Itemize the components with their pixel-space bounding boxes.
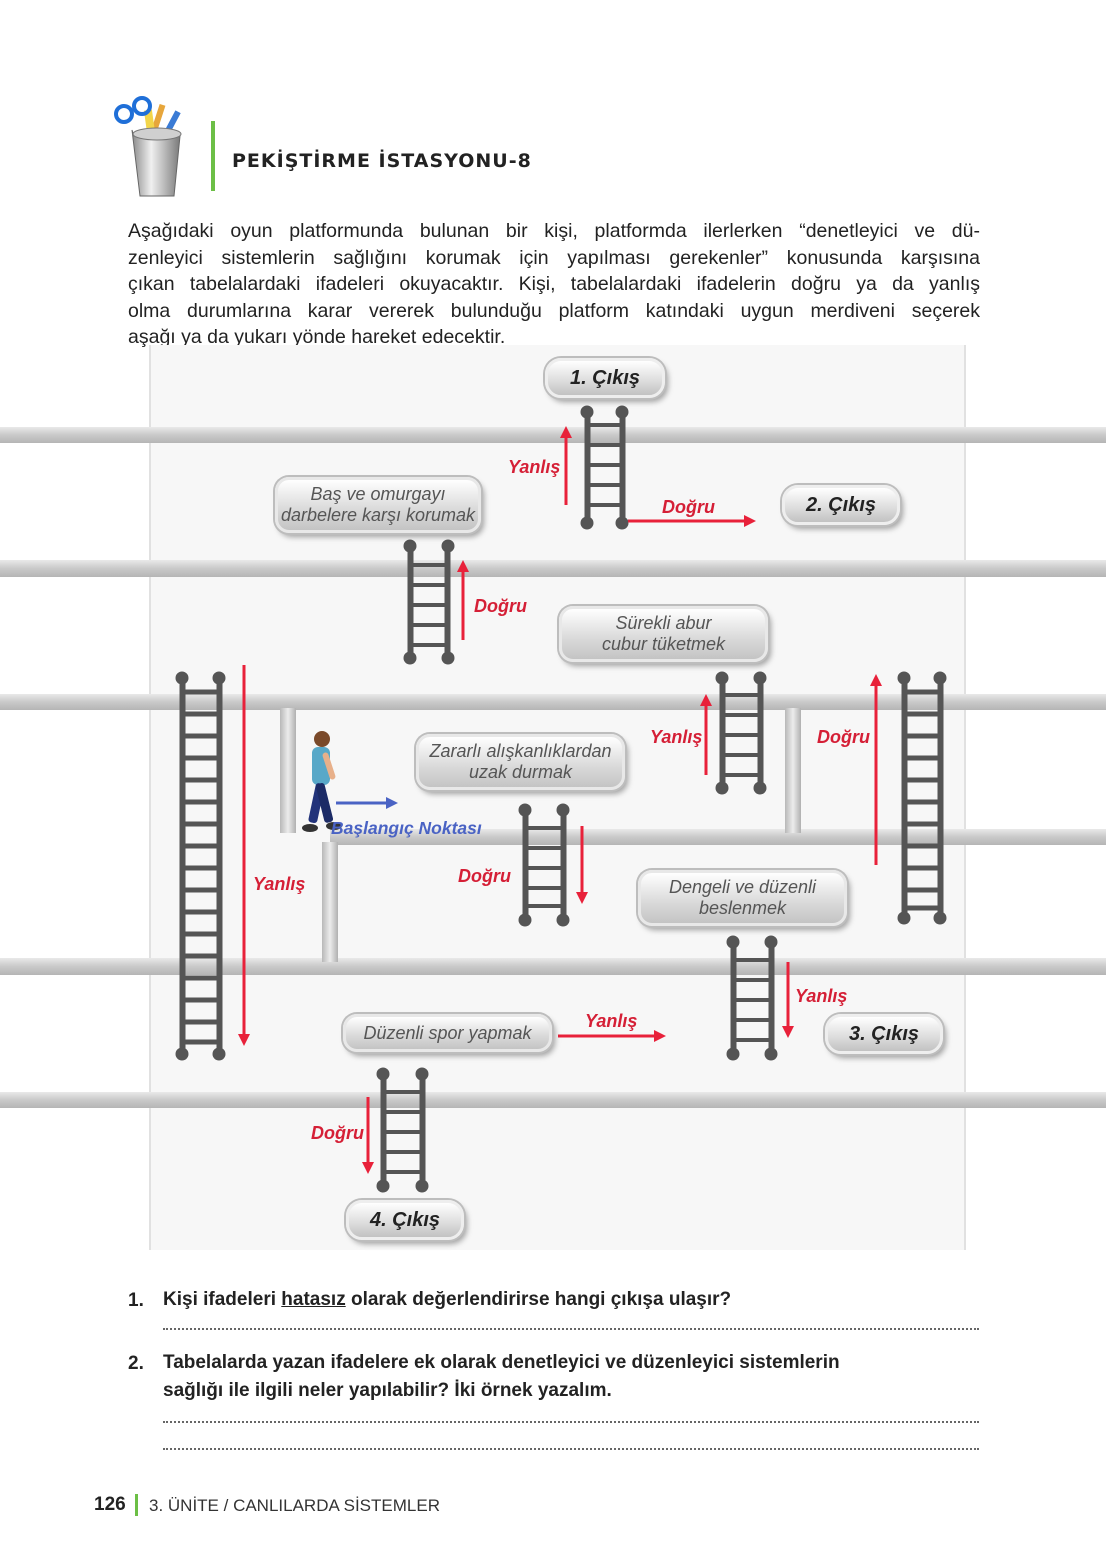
label-true: Doğru bbox=[817, 727, 870, 747]
question-2-line-2: sağlığı ile ilgili neler yapılabilir? İk… bbox=[163, 1380, 612, 1401]
start-point-label: Başlangıç Noktası bbox=[331, 818, 482, 838]
sign-junk-food: Sürekli abur cubur tüketmek bbox=[559, 606, 768, 662]
question-number: 2. bbox=[128, 1353, 144, 1374]
exit-2-sign: 2. Çıkış bbox=[782, 485, 900, 525]
intro-paragraph: Aşağıdaki oyun platformunda bulunan bir … bbox=[128, 218, 980, 351]
sign-text-line: Zararlı alışkanlıklardan bbox=[429, 741, 612, 761]
sign-text-line: Dengeli ve düzenli bbox=[668, 877, 817, 897]
sign-text-line: darbelere karşı korumak bbox=[280, 505, 476, 525]
label-true: Doğru bbox=[474, 596, 527, 616]
intro-line: aşağı ya da yukarı yönde hareket edecekt… bbox=[128, 326, 506, 348]
sign-text-line: uzak durmak bbox=[468, 762, 573, 782]
question-1-text: Kişi ifadeleri hatasız olarak değerlendi… bbox=[163, 1286, 731, 1314]
answer-line[interactable] bbox=[163, 1328, 979, 1330]
sign-text-line: cubur tüketmek bbox=[601, 634, 726, 654]
answer-line[interactable] bbox=[163, 1448, 979, 1450]
ladder-right-long bbox=[897, 671, 947, 925]
question-2-line-1: Tabelalarda yazan ifadelere ek olarak de… bbox=[163, 1352, 840, 1373]
exit-1-sign: 1. Çıkış bbox=[545, 358, 665, 398]
answer-line[interactable] bbox=[163, 1421, 979, 1423]
sign-head-spine: Baş ve omurgayı darbelere karşı korumak bbox=[275, 477, 481, 533]
label-false: Yanlış bbox=[650, 727, 703, 747]
intro-line: olma durumlarına karar vererek bulunduğu… bbox=[128, 299, 980, 322]
ladder-head-spine bbox=[403, 539, 455, 665]
sign-sport: Düzenli spor yapmak bbox=[343, 1014, 552, 1052]
label-true: Doğru bbox=[662, 497, 715, 517]
footer-accent-bar bbox=[135, 1494, 138, 1516]
label-true: Doğru bbox=[458, 866, 511, 886]
question-number: 1. bbox=[128, 1290, 144, 1311]
label-false: Yanlış bbox=[795, 986, 848, 1006]
intro-line: Aşağıdaki oyun platformunda bulunan bir … bbox=[128, 220, 980, 242]
label-false: Yanlış bbox=[253, 874, 306, 894]
sign-bad-habits: Zararlı alışkanlıklardan uzak durmak bbox=[416, 734, 625, 790]
ladder-left-long bbox=[175, 671, 226, 1061]
label-false: Yanlış bbox=[585, 1011, 638, 1031]
label-false: Yanlış bbox=[508, 457, 561, 477]
label-true: Doğru bbox=[311, 1123, 364, 1143]
question-underlined-word: hatasız bbox=[281, 1289, 346, 1310]
question-text-part: olarak değerlendirirse hangi çıkışa ulaş… bbox=[345, 1289, 732, 1310]
intro-line: zenleyici sistemlerin sağlığını korumak … bbox=[128, 246, 980, 269]
walking-person-icon bbox=[302, 731, 342, 832]
ladder-sport bbox=[376, 1067, 429, 1193]
ladder-bad-habits bbox=[518, 803, 570, 927]
ladder-junk-food bbox=[715, 671, 767, 795]
ladder-balanced-diet bbox=[726, 935, 778, 1061]
exit-3-sign: 3. Çıkış bbox=[825, 1014, 943, 1054]
sign-balanced-diet: Dengeli ve düzenli beslenmek bbox=[638, 870, 847, 926]
exit-4-sign: 4. Çıkış bbox=[346, 1200, 464, 1240]
page-number: 126 bbox=[94, 1494, 126, 1515]
intro-line: çıkan tabelalardaki ifadeleri okuyacaktı… bbox=[128, 273, 980, 295]
footer-unit-title: 3. ÜNİTE / CANLILARDA SİSTEMLER bbox=[149, 1496, 440, 1515]
game-board bbox=[0, 345, 1106, 1250]
question-text-part: Kişi ifadeleri bbox=[163, 1289, 282, 1310]
sign-text-line: Sürekli abur bbox=[615, 613, 712, 633]
section-title: PEKİŞTİRME İSTASYONU-8 bbox=[232, 150, 532, 172]
ladder-exit1 bbox=[580, 405, 629, 530]
sign-text-line: Baş ve omurgayı bbox=[310, 484, 446, 504]
pencil-cup-icon bbox=[114, 96, 182, 197]
header-accent-bar bbox=[211, 121, 215, 191]
sign-text-line: beslenmek bbox=[698, 898, 787, 918]
